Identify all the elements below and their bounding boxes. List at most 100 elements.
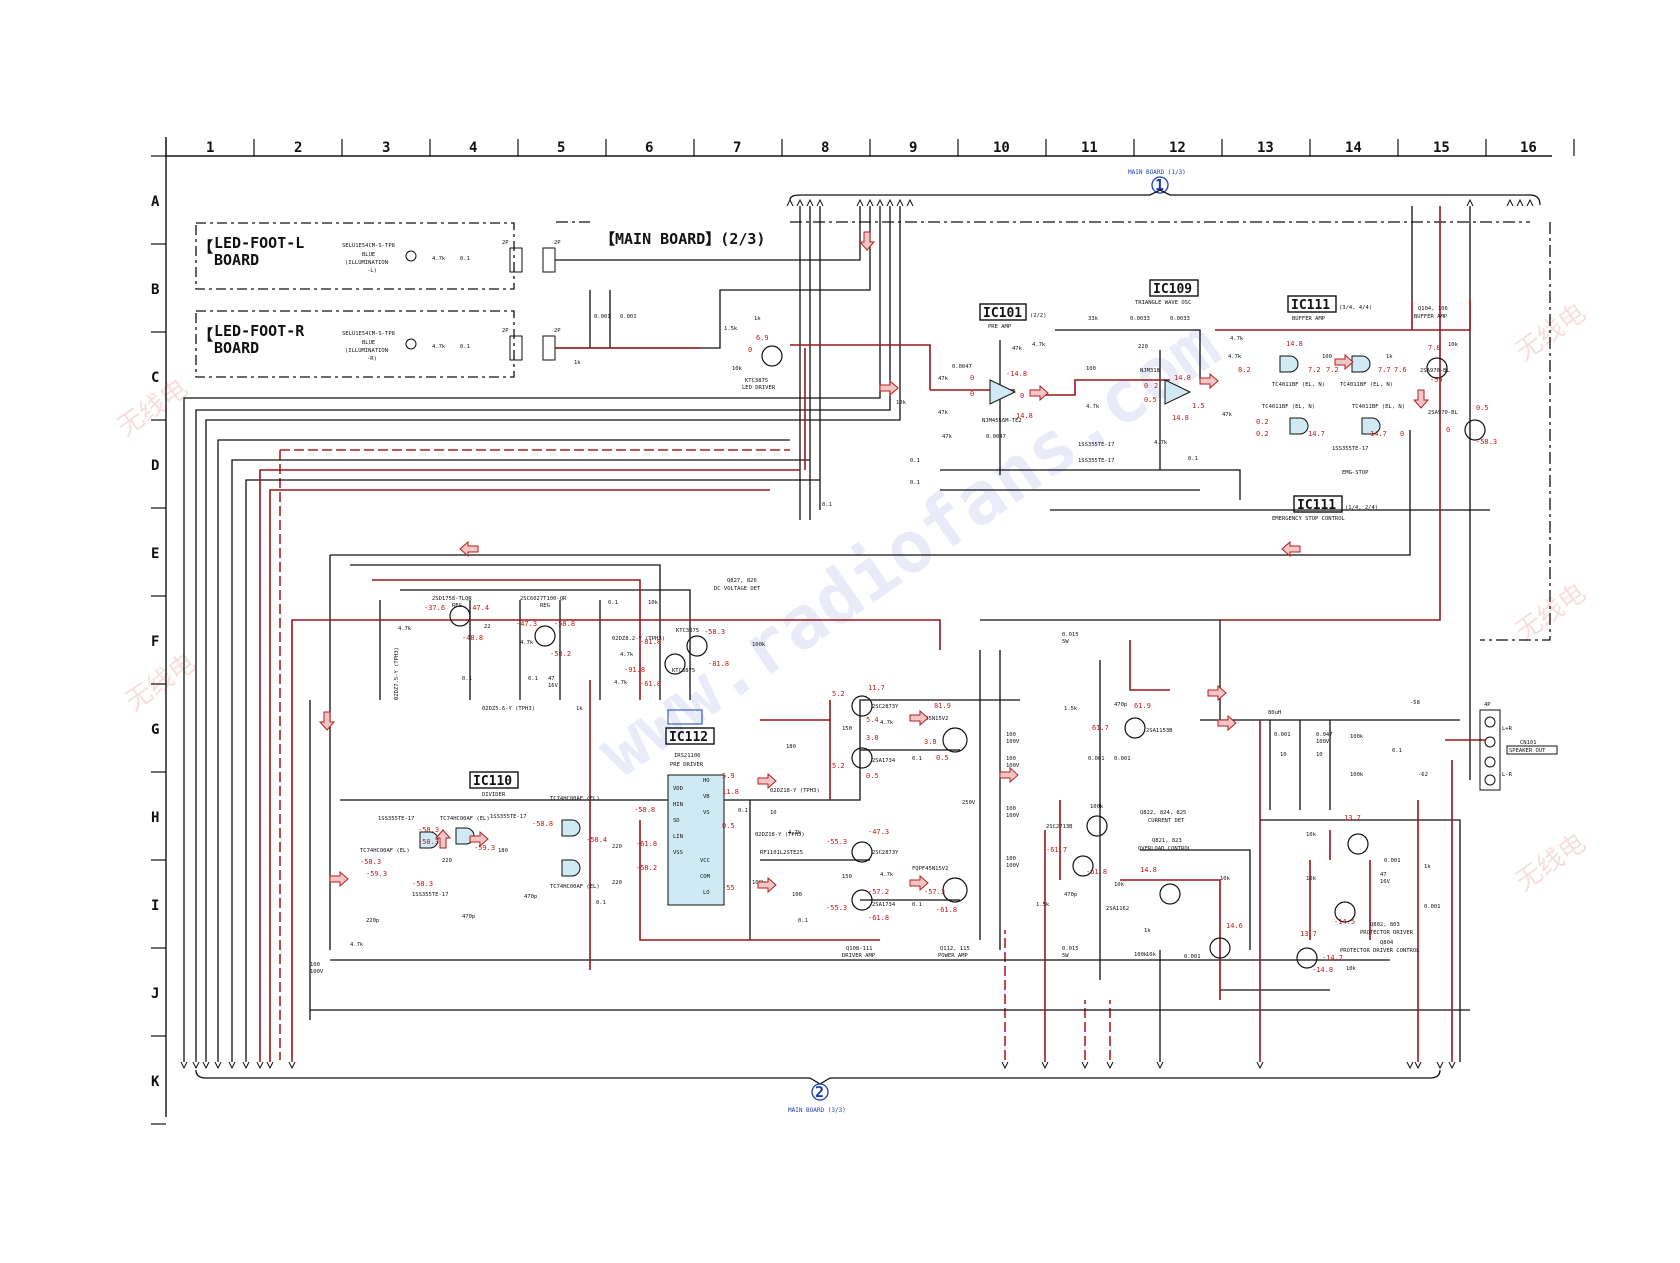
val-r55: 10k — [1346, 966, 1357, 972]
connector-pin — [866, 198, 874, 207]
q822-desc: CURRENT DET — [1148, 818, 1185, 824]
ic111a-label: IC111 — [1291, 298, 1330, 313]
diode-1ss-2: 1SS355TE-17 — [1078, 458, 1114, 464]
volt-v8: 0 — [1144, 382, 1148, 390]
ic101-part: NJM4556M-TE2 — [982, 418, 1022, 424]
tc74-4: TC74HC00AF (EL) — [550, 884, 600, 890]
volt-v25: 14.7 — [1308, 430, 1325, 438]
ic101-sub: (2/2) — [1030, 313, 1047, 319]
connector-pin — [796, 198, 804, 207]
row-E: E — [151, 546, 159, 562]
volt-g3: 5.4 — [866, 716, 879, 724]
diode-1ss-4: 1SS355TE-17 — [378, 816, 414, 822]
ktc-2: KTC3875 — [672, 668, 695, 674]
connector-pin — [1448, 1061, 1456, 1070]
val-r12: 220 — [1138, 344, 1148, 350]
val-r6: 47k — [938, 410, 949, 416]
led-foot-l-board: 【 LED-FOOT-L BOARD SELU1E54CM-S-TP8 BLUE… — [195, 222, 561, 290]
val-r41: 180 — [498, 848, 508, 854]
volt-h17: -57.3 — [924, 888, 945, 896]
val-r27: 4.7k — [614, 680, 628, 686]
val-c32: 0.001 — [1088, 756, 1105, 762]
led-l-2p: 2P — [502, 240, 509, 246]
col-2: 2 — [294, 140, 302, 156]
reg1-part: 2SD1758-TLQR — [432, 596, 472, 602]
q804-label: Q804 — [1380, 940, 1394, 946]
volt-v27: 0 — [1400, 430, 1404, 438]
q802-desc: PROTECTOR DRIVER — [1360, 930, 1414, 936]
tc4011-3: TC4011BF (EL, N) — [1262, 404, 1315, 410]
ic112-pin-vb: VB — [703, 794, 710, 800]
reg2-part: 2SC6027T100-QR — [520, 596, 567, 602]
col-15: 15 — [1433, 140, 1450, 156]
volt-f10: -81.8 — [640, 638, 661, 646]
connector-pin — [856, 198, 864, 207]
connector-pin — [256, 1061, 264, 1070]
volt-v18: 7.7 — [1378, 366, 1391, 374]
volt-v20: 7.8 — [1428, 344, 1441, 352]
connector-pin — [896, 198, 904, 207]
tc4011-2: TC4011BF (EL, N) — [1340, 382, 1393, 388]
connector-pin — [288, 1061, 296, 1070]
volt-v15: 8.2 — [1238, 366, 1251, 374]
ic112-pin-vss: VSS — [673, 850, 683, 856]
ic112-pin-sd: SD — [673, 818, 680, 824]
val-c10: 0.1 — [910, 480, 920, 486]
val-r15: 4.7k — [1154, 440, 1168, 446]
volt-h16: -55.3 — [826, 904, 847, 912]
q105-part: 2SA970-BL — [1428, 410, 1458, 416]
row-A: A — [151, 194, 160, 210]
val-c34: 470p — [1114, 702, 1127, 708]
svg-text:【: 【 — [198, 326, 213, 344]
ic112-pin-lo: LO — [703, 890, 710, 896]
volt-f6: -58.2 — [550, 650, 571, 658]
connector-pin — [180, 1061, 188, 1070]
row-F: F — [151, 634, 159, 650]
val-r10: 4.7k — [1032, 342, 1046, 348]
val-c41: 10 — [1316, 752, 1323, 758]
col-16: 16 — [1520, 140, 1537, 156]
volt-v29: 0.2 — [1256, 430, 1269, 438]
volt-h1: -58.8 — [634, 806, 655, 814]
volt-h15: -61.8 — [868, 914, 889, 922]
volt-h23: -14.5 — [1334, 918, 1355, 926]
val-r33: 4.7k — [880, 720, 894, 726]
wiring-red — [259, 206, 1485, 1062]
val-c21: 470p — [524, 894, 537, 900]
frame — [151, 137, 1575, 1125]
val-r4: 1k — [574, 360, 581, 366]
component-values: 0.001 0.001 1.5k 1k 10k 1k 47k 47k 47k 1… — [310, 314, 1459, 975]
led-l-desc: BLUE — [362, 252, 375, 258]
led-r-desc: BLUE — [362, 340, 375, 346]
val-r22: 4.7k — [398, 626, 412, 632]
led-driver-desc: LED DRIVER — [742, 385, 776, 391]
col-8: 8 — [821, 140, 829, 156]
q2sa1734-2: 2SA1734 — [872, 902, 896, 908]
volt-f3: -48.8 — [462, 634, 483, 642]
volt-h13: -55.3 — [826, 838, 847, 846]
ic110-desc: DIVIDER — [482, 792, 506, 798]
led-foot-r-board: 【 LED-FOOT-R BOARD SELU1E54CM-S-TP8 BLUE… — [195, 310, 561, 378]
val-c6: 0.0033 — [1170, 316, 1190, 322]
val-r9: 47k — [1012, 346, 1023, 352]
val-r20: 1k — [1386, 354, 1393, 360]
volt-f4: -47.3 — [516, 620, 537, 628]
connector-pin — [242, 1061, 250, 1070]
volt-h4: -59.3 — [474, 844, 495, 852]
emg-stop: EMG-STOP — [1342, 470, 1369, 476]
volt-h25: 13.7 — [1300, 930, 1317, 938]
volt-h20: 13.7 — [1344, 814, 1361, 822]
val-c16: 0.1 — [912, 902, 922, 908]
ic111b-label: IC111 — [1297, 498, 1336, 513]
connector-bottom-label: MAIN BOARD (3/3) — [788, 1107, 846, 1114]
col-7: 7 — [733, 140, 741, 156]
val-r25: 10k — [648, 600, 659, 606]
q2sc2713: 2SC2713B — [1046, 824, 1073, 830]
q112-label: Q112, 115 — [940, 946, 970, 952]
row-J: J — [151, 986, 159, 1002]
volt-v28: 0.2 — [1256, 418, 1269, 426]
connector-pin — [202, 1061, 210, 1070]
connector-pin — [1414, 1061, 1422, 1070]
